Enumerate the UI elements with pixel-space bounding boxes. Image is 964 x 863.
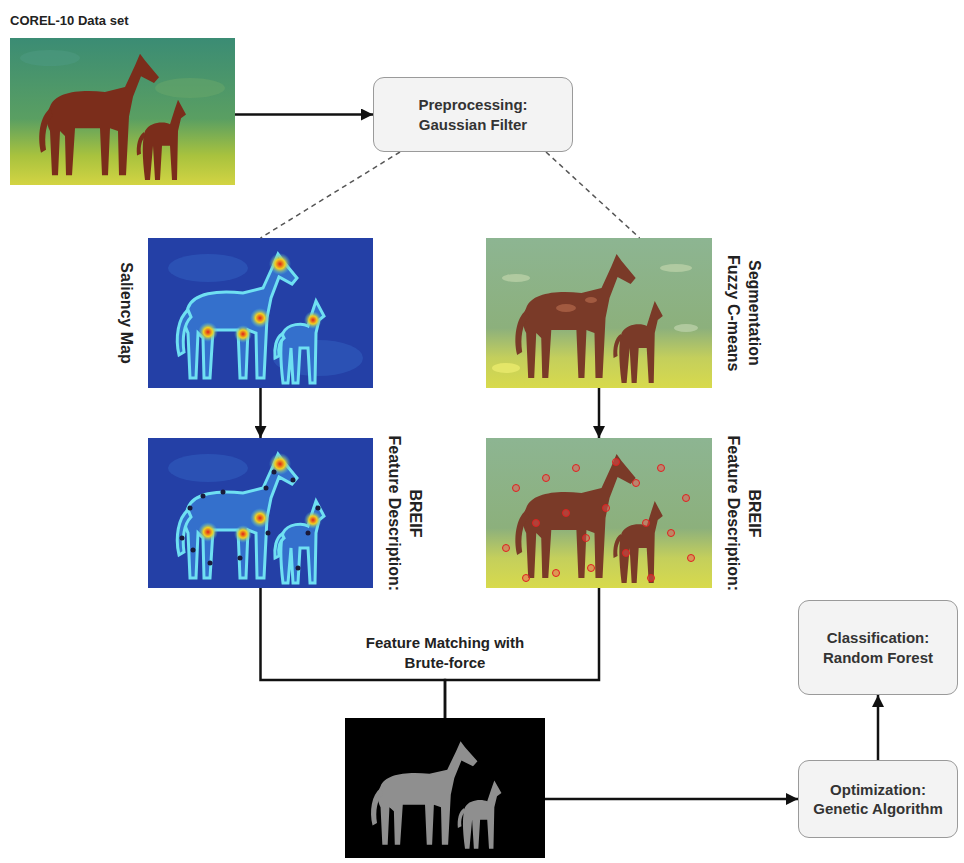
matched-features-image bbox=[345, 718, 545, 858]
matching-image: Feature Matching with Brute-force bbox=[345, 718, 545, 858]
descriptor-image: Feature Description: BREIF bbox=[148, 438, 373, 588]
descriptor-image: Feature Description: BREIF bbox=[486, 438, 712, 588]
saliency-brief-image bbox=[148, 438, 373, 588]
process-label: Classification: Random Forest bbox=[813, 628, 943, 667]
process-box: Classification: Random Forest bbox=[798, 600, 958, 695]
process-box: Preprocessing: Gaussian Filter bbox=[373, 77, 573, 152]
flow-arrow bbox=[598, 388, 601, 438]
process-box: Optimization: Genetic Algorithm bbox=[798, 760, 958, 838]
dataset-image: COREL-10 Data set bbox=[10, 38, 235, 185]
step-label: Feature Description: BREIF bbox=[383, 426, 425, 601]
fuzzy-brief-image bbox=[486, 438, 712, 588]
process-label: Optimization: Genetic Algorithm bbox=[813, 780, 943, 819]
step-label: Feature Description: BREIF bbox=[722, 426, 764, 601]
flow-arrow bbox=[261, 588, 446, 718]
segmentation-image: Fuzzy C-means Segmentation bbox=[486, 238, 712, 388]
flow-arrow bbox=[445, 588, 599, 718]
fuzzy-segmentation-image bbox=[486, 238, 712, 388]
saliency-image: Saliency Map bbox=[148, 238, 373, 388]
flow-arrow bbox=[259, 388, 262, 438]
photo-original bbox=[10, 38, 235, 185]
dashed-connector bbox=[546, 152, 640, 238]
step-label: Feature Matching with Brute-force bbox=[365, 633, 525, 672]
step-label: Fuzzy C-means Segmentation bbox=[722, 243, 764, 383]
flow-arrow bbox=[877, 695, 880, 760]
dashed-connector bbox=[261, 152, 401, 238]
flow-arrow bbox=[235, 113, 373, 116]
process-label: Preprocessing: Gaussian Filter bbox=[388, 95, 558, 134]
step-label: Saliency Map bbox=[115, 262, 136, 363]
flow-arrow bbox=[545, 798, 798, 801]
dataset-label: COREL-10 Data set bbox=[10, 13, 128, 28]
saliency-map-image bbox=[148, 238, 373, 388]
